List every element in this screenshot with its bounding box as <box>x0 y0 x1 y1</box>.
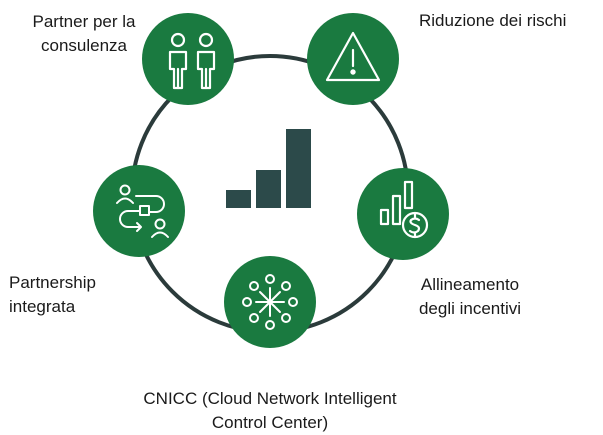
label-cnicc-line-2: Control Center) <box>211 413 329 432</box>
bar-chart-icon <box>226 129 311 208</box>
label-risk: Riduzione dei rischi <box>419 9 566 33</box>
label-cnicc: CNICC (Cloud Network Intelligent Control… <box>80 387 460 435</box>
label-partner: Partner per la consulenza <box>4 10 164 58</box>
node-incentives-circle <box>357 168 449 260</box>
node-integrated <box>93 165 185 257</box>
label-integrated: Partnership integrata <box>9 271 96 319</box>
label-integrated-line-2: integrata <box>9 297 76 316</box>
node-risk <box>307 13 399 105</box>
node-cnicc <box>224 256 316 348</box>
center-bar-1 <box>226 190 251 208</box>
node-incentives <box>357 168 449 260</box>
label-incentives: Allineamento degli incentivi <box>400 273 540 321</box>
center-bar-2 <box>256 170 281 208</box>
node-partner <box>142 13 234 105</box>
network-hub-icon <box>242 274 298 330</box>
center-bar-3 <box>286 129 311 208</box>
label-integrated-line-1: Partnership <box>9 273 96 292</box>
label-incentives-line-2: degli incentivi <box>418 299 522 318</box>
warning-triangle-icon <box>325 31 381 82</box>
two-people-icon <box>168 32 216 90</box>
label-incentives-line-1: Allineamento <box>420 275 520 294</box>
label-risk-line-1: Riduzione dei rischi <box>419 11 567 30</box>
label-partner-line-1: Partner per la <box>32 12 136 31</box>
chart-dollar-icon <box>379 180 429 239</box>
label-cnicc-line-1: CNICC (Cloud Network Intelligent <box>143 389 397 408</box>
label-partner-line-2: consulenza <box>40 36 127 55</box>
workflow-people-icon <box>116 184 169 238</box>
